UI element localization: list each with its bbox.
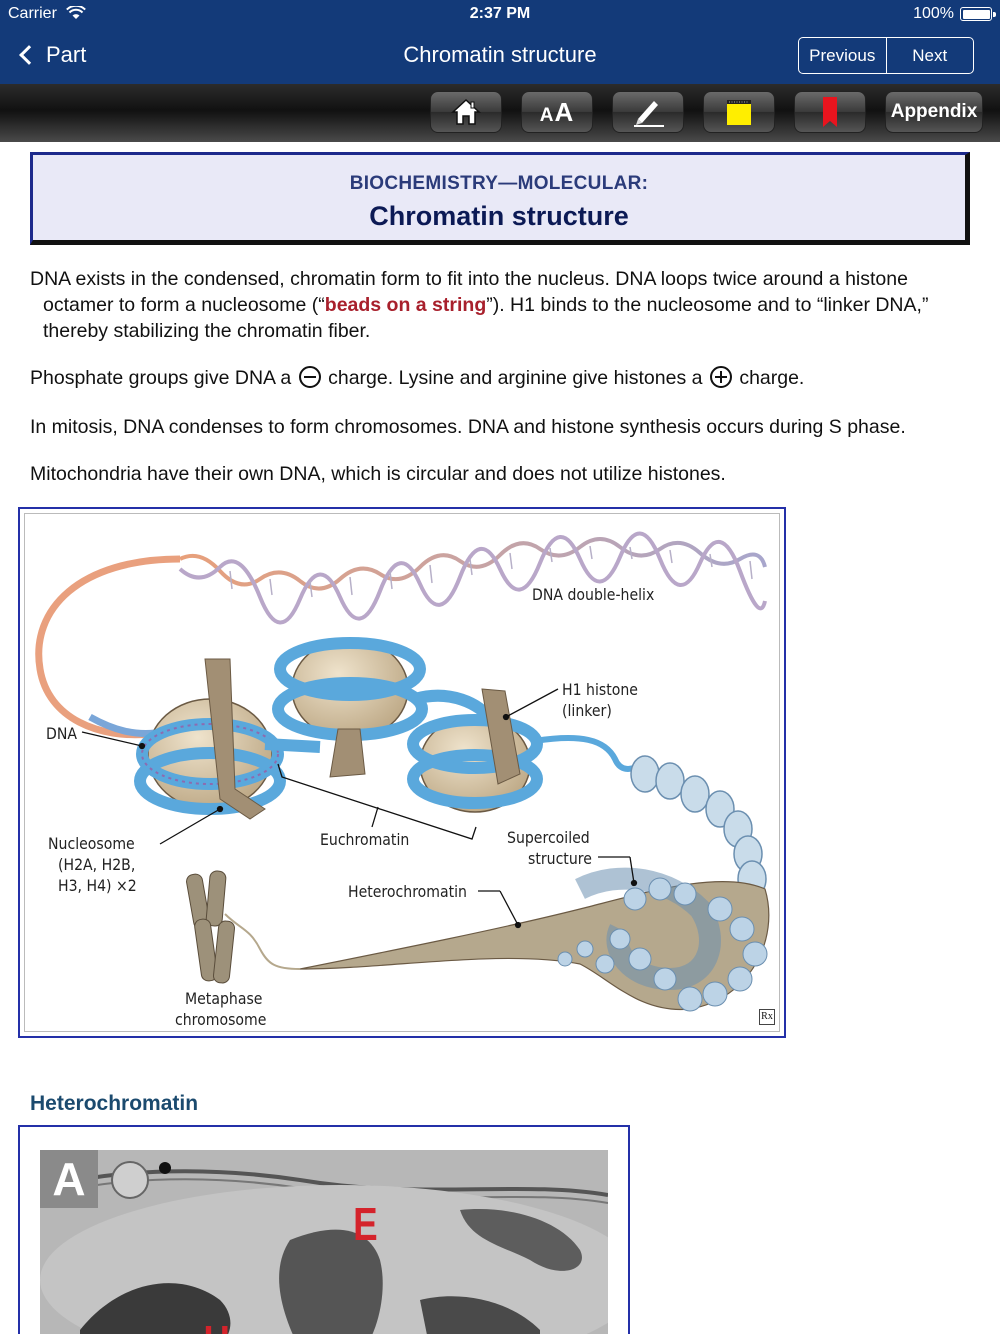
paragraph-chromatin: DNA exists in the condensed, chromatin f… — [30, 266, 980, 344]
minus-circle-icon — [298, 366, 321, 388]
label-nucleosome: Nucleosome — [48, 834, 135, 853]
micrograph-image — [40, 1150, 608, 1334]
note-icon — [727, 100, 751, 125]
label-supercoiled: Supercoiled — [507, 828, 590, 847]
label-supercoiled-structure: structure — [528, 849, 592, 868]
plus-circle-icon — [709, 366, 732, 388]
clock: 2:37 PM — [469, 5, 531, 22]
pencil-icon — [634, 101, 664, 127]
status-bar: Carrier 2:37 PM 100% — [0, 0, 1000, 28]
chevron-left-icon — [19, 45, 39, 65]
panel-letter: A — [40, 1150, 98, 1208]
paragraph-mitochondria: Mitochondria have their own DNA, which i… — [30, 463, 726, 485]
section-heading-heterochromatin: Heterochromatin — [30, 1092, 199, 1115]
next-button[interactable]: Next — [885, 38, 974, 73]
beads-on-a-string-link[interactable]: beads on a string — [324, 294, 487, 316]
label-metaphase: Metaphase — [185, 989, 263, 1008]
label-dna: DNA — [46, 724, 78, 743]
back-label: Part — [46, 42, 87, 67]
topic-category: BIOCHEMISTRY—MOLECULAR: — [349, 173, 649, 194]
label-double-helix: DNA double-helix — [532, 585, 655, 604]
para2-text-a: Phosphate groups give DNA a — [30, 367, 292, 389]
label-heterochromatin-h: H — [203, 1315, 230, 1334]
carrier-label: Carrier — [8, 5, 57, 22]
micrograph-texture — [40, 1150, 608, 1334]
para2-text-b: charge. Lysine and arginine give histone… — [328, 367, 703, 389]
heterochromatin-micrograph[interactable]: A E H — [18, 1125, 630, 1334]
figure-frame — [24, 513, 780, 1032]
prev-next-segment: Previous Next — [798, 37, 974, 74]
label-h1-linker: (linker) — [562, 701, 612, 720]
label-heterochromatin: Heterochromatin — [348, 882, 467, 901]
topic-header: BIOCHEMISTRY—MOLECULAR: Chromatin struct… — [30, 152, 970, 245]
wifi-icon — [66, 6, 86, 19]
para1-text-a: DNA exists in the condensed, chromatin f… — [30, 268, 908, 316]
paragraph-mitosis: In mitosis, DNA condenses to form chromo… — [30, 416, 906, 438]
label-metaphase-chromosome: chromosome — [175, 1010, 267, 1029]
bookmark-button[interactable] — [794, 91, 866, 133]
home-button[interactable] — [430, 91, 502, 133]
paragraph-charges: Phosphate groups give DNA a charge. Lysi… — [30, 365, 980, 391]
chromatin-illustration — [35, 531, 770, 1012]
toolbar: AA Appendix — [0, 84, 1000, 142]
notes-button[interactable] — [703, 91, 775, 133]
back-button[interactable]: Part — [14, 40, 86, 70]
highlight-pen-button[interactable] — [612, 91, 684, 133]
label-nucleosome-subunits-1: (H2A, H2B, — [58, 855, 136, 874]
font-size-button[interactable]: AA — [521, 91, 593, 133]
appendix-button[interactable]: Appendix — [885, 91, 983, 133]
font-size-icon: AA — [539, 96, 575, 127]
label-h1-histone: H1 histone — [562, 680, 638, 699]
home-icon — [451, 98, 481, 125]
rx-logo-icon: Rx — [759, 1009, 775, 1025]
bookmark-icon — [823, 97, 837, 127]
battery-icon — [960, 7, 996, 21]
chromatin-figure[interactable]: DNA double-helix H1 histone (linker) DNA… — [18, 507, 786, 1038]
battery-percent: 100% — [913, 5, 954, 22]
previous-button[interactable]: Previous — [799, 38, 886, 73]
navigation-bar: Carrier 2:37 PM 100% Part Chromatin stru… — [0, 0, 1000, 84]
label-nucleosome-subunits-2: H3, H4) ×2 — [58, 876, 137, 895]
label-euchromatin-e: E — [353, 1198, 378, 1250]
para2-text-c: charge. — [739, 367, 805, 389]
para1-text-b: ”). H1 binds to the nucleosome and to “l… — [43, 294, 929, 342]
label-euchromatin: Euchromatin — [320, 830, 410, 849]
topic-title: Chromatin structure — [369, 201, 629, 231]
